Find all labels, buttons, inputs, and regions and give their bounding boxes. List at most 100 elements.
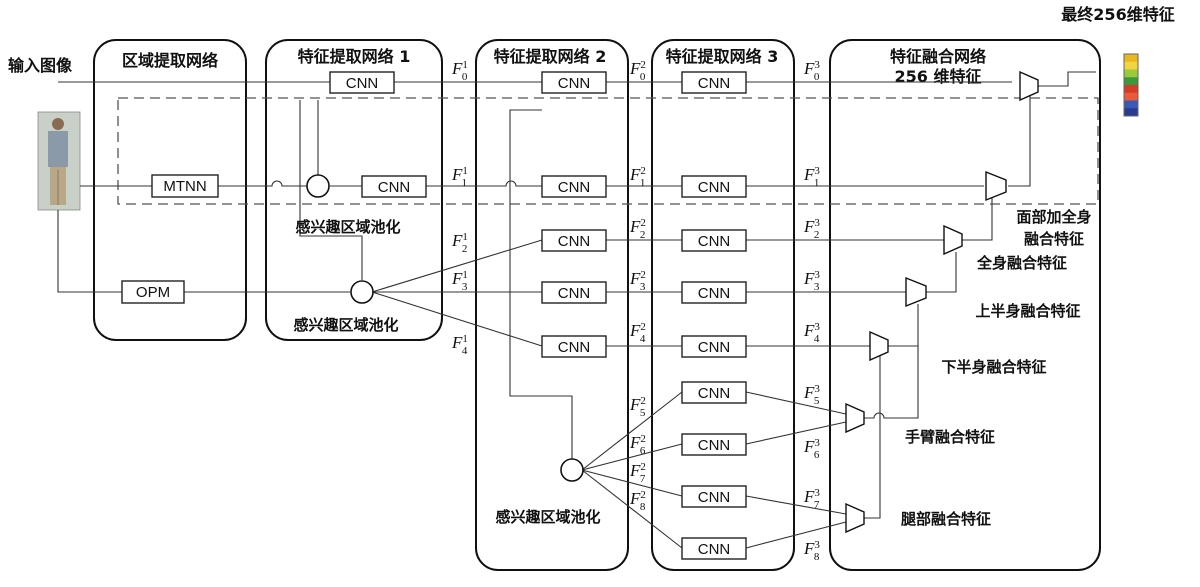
region-extraction-stage	[93, 39, 247, 341]
cnn-box	[681, 433, 747, 456]
upper-body-fusion-unit	[905, 276, 927, 308]
cnn-label: CNN	[698, 385, 731, 402]
output-bar-segment	[1124, 69, 1138, 78]
cnn-box	[541, 281, 607, 304]
stage-title-feat2: 特征提取网络 2	[494, 47, 607, 66]
cnn-label: CNN	[698, 179, 731, 196]
face-body-dashed-region	[117, 97, 1099, 205]
arm-fusion-label: 手臂融合特征	[905, 428, 995, 446]
cnn-box	[681, 229, 747, 252]
roi-pool-circle-3	[560, 458, 584, 482]
cnn-box	[681, 335, 747, 358]
leg-fusion-unit	[845, 502, 865, 534]
output-feature-label: 最终256维特征	[1061, 5, 1174, 24]
cnn-box	[541, 229, 607, 252]
connection-lines	[57, 71, 1096, 549]
upper-body-fusion-label: 上半身融合特征	[975, 302, 1080, 320]
output-bar-segment	[1124, 77, 1138, 86]
leg-fusion-label: 腿部融合特征	[901, 510, 991, 528]
roi-pool-circle-2	[350, 280, 374, 304]
feature-fusion-stage	[829, 39, 1101, 571]
cnn-label: CNN	[698, 75, 731, 92]
stage-title-feat3: 特征提取网络 3	[666, 47, 779, 66]
full-body-fusion-label: 全身融合特征	[976, 254, 1067, 272]
cnn-label: CNN	[346, 75, 379, 92]
final-fusion-unit	[1019, 70, 1039, 102]
feature-extraction-stage-3	[651, 39, 795, 571]
cnn-box	[541, 71, 607, 94]
mtnn-label: MTNN	[163, 178, 206, 195]
fusion-subtitle: 256 维特征	[895, 67, 982, 86]
cnn-box	[329, 71, 395, 94]
cnn-label: CNN	[698, 437, 731, 454]
output-feature-bar	[1123, 53, 1139, 117]
cnn-box	[681, 71, 747, 94]
output-bar-segment	[1124, 61, 1138, 70]
roi-pool-label-3: 感兴趣区域池化	[495, 508, 600, 526]
face-fusion-unit	[985, 170, 1007, 202]
opm-label: OPM	[136, 284, 170, 301]
cnn-label: CNN	[558, 285, 591, 302]
stage-title-fusion: 特征融合网络	[890, 47, 986, 66]
output-bar-segment	[1124, 108, 1138, 117]
roi-pool-label-2: 感兴趣区域池化	[293, 316, 398, 334]
cnn-label: CNN	[558, 179, 591, 196]
stage-title-feat1: 特征提取网络 1	[298, 47, 411, 66]
roi-pool-label-1: 感兴趣区域池化	[295, 218, 400, 236]
cnn-box	[681, 381, 747, 404]
opm-box	[121, 280, 185, 304]
cnn-label: CNN	[698, 285, 731, 302]
arm-fusion-unit	[845, 402, 865, 434]
cnn-box	[361, 175, 427, 198]
cnn-label: CNN	[698, 541, 731, 558]
cnn-box	[681, 485, 747, 508]
output-bar-segment	[1124, 54, 1138, 63]
output-bar-segment	[1124, 85, 1138, 94]
lower-body-fusion-unit	[869, 330, 889, 362]
full-body-fusion-unit	[943, 224, 963, 256]
output-bar-segment	[1124, 100, 1138, 109]
cnn-box	[681, 175, 747, 198]
cnn-label: CNN	[698, 233, 731, 250]
face-body-fusion-label-2: 融合特征	[1024, 230, 1084, 248]
cnn-boxes: CNNCNNCNNCNNCNNCNNCNNCNNCNNCNNCNNCNNCNNC…	[329, 71, 747, 560]
cnn-box	[681, 537, 747, 560]
cnn-label: CNN	[698, 489, 731, 506]
feature-extraction-stage-2	[475, 39, 629, 571]
fusion-units	[845, 70, 1039, 534]
face-body-fusion-label-1: 面部加全身	[1016, 208, 1091, 226]
cnn-label: CNN	[558, 75, 591, 92]
mtnn-box	[151, 174, 219, 198]
output-bar-outline	[1123, 53, 1139, 117]
stage-title-region: 区域提取网络	[122, 51, 218, 70]
roi-pool-circle-1	[306, 174, 330, 198]
cnn-box	[541, 335, 607, 358]
input-person-image	[37, 111, 81, 211]
output-bar-segment	[1124, 92, 1138, 101]
lower-body-fusion-label: 下半身融合特征	[941, 358, 1046, 376]
